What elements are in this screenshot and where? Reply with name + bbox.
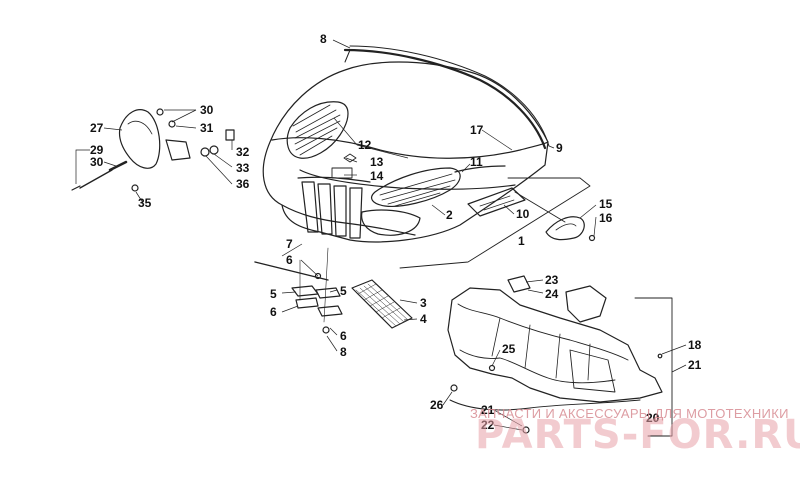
hood-emblem [331,167,353,179]
hinge-bracket [565,285,607,323]
headlamp [118,109,161,169]
callout-35-upper: 33 [236,161,250,175]
callout-24: 22 [481,418,495,432]
bracket-6-left [295,297,319,309]
callout-30: 30 [200,103,214,117]
callout-8: 8 [340,345,347,359]
callout-35-lower: 35 [138,196,152,210]
callout-18: 15 [599,197,613,211]
callout-21: 21 [688,358,702,372]
hood-outline [262,61,549,243]
callout-4: 4 [420,312,427,326]
callout-6-right: 6 [340,329,347,343]
bracket-6-right [317,305,343,317]
callout-15: 13 [370,155,384,169]
mesh-pattern [355,283,409,327]
callout-9: 7 [286,237,293,251]
hood-vent-right-stripes [379,173,456,207]
hood-vent-left [286,101,349,159]
callout-16: 14 [370,169,384,183]
callout-10: 8 [320,32,327,46]
callout-13: 11 [470,155,483,169]
hood-side-decal [467,187,526,217]
storage-bin [447,287,663,403]
callout-12: 10 [516,207,530,221]
callout-31: 29 [90,143,104,157]
callout-25: 23 [545,273,559,287]
callout-26: 24 [545,287,559,301]
edge-strip [449,399,641,411]
callout-2: 2 [446,208,453,222]
callout-36: 36 [236,177,250,191]
callout-5-right: 5 [340,284,347,298]
callout-5-left: 5 [270,287,277,301]
callout-7: 6 [286,253,293,267]
callout-17: 17 [470,123,484,137]
watermark-logo: PARTS-FOR.RU [475,412,800,458]
bracket-5-left [291,285,319,297]
callout-19: 16 [599,211,613,225]
hood-front-edge [281,204,416,236]
callout-27: 25 [502,342,516,356]
headlamp-bracket [165,139,191,161]
callout-6-left: 6 [270,305,277,319]
callout-14: 12 [358,138,372,152]
callout-32: 30 [90,155,104,169]
latch-block [507,275,531,293]
callout-28: 26 [430,398,444,412]
hood-vent-left-stripes [292,104,341,156]
mesh-screen [351,279,413,329]
callout-23: 21 [481,403,495,417]
box-outline-1 [399,177,591,269]
hood-headlight-lens [361,209,421,236]
hood-vent-right [371,167,461,207]
adjust-screw [79,169,113,189]
callout-33: 31 [200,121,214,135]
seal-strip [343,48,547,150]
watermark-caption: ЗАПЧАСТИ И АКСЕССУАРЫ ДЛЯ МОТОТЕХНИКИ [470,406,789,421]
callout-11: 9 [556,141,563,155]
handle-18 [545,216,585,241]
callout-29: 27 [90,121,104,135]
callout-1: 1 [518,234,525,248]
callout-20: 18 [688,338,702,352]
callout-34: 32 [236,145,250,159]
hood-bracket [454,165,506,173]
callout-3: 3 [420,296,427,310]
callout-22: 20 [646,411,660,425]
bracket-5-right [315,287,341,299]
